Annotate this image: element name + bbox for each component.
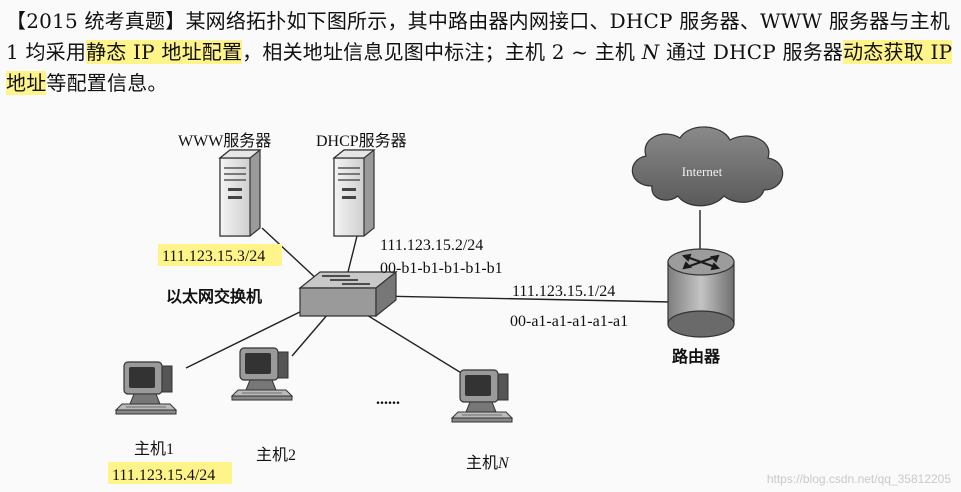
router [667,248,735,338]
highlight-static-ip: 静态 IP 地址配置 [86,40,243,64]
switch-label: 以太网交换机 [166,287,262,306]
host-2 [231,347,293,401]
router-ip: 111.123.15.1/24 [512,283,615,300]
host-n-variable: N [641,40,660,64]
host-n [451,369,513,423]
www-server [219,149,261,237]
link-switch-host2 [291,313,329,357]
link-dhcp-switch [347,235,358,273]
link-www-switch [261,227,321,283]
www-server-ip: 111.123.15.3/24 [162,248,265,265]
host-2-label: 主机2 [256,446,296,464]
watermark: https://blog.csdn.net/qq_35812205 [766,472,951,486]
question-text-1: 【2015 统考真题】某网络拓扑如下图所示，其中路由器内网接口、DHCP 服务器… [6,9,951,64]
highlight-host1-ip [108,462,232,484]
router-arrows-icon [681,253,721,271]
dhcp-server-ip: 111.123.15.2/24 [380,237,483,254]
hosts-ellipsis: ...... [376,391,400,408]
switch-arrows-icon [322,275,370,285]
link-switch-hostn [361,311,477,383]
link-switch-router [379,295,673,303]
www-server-label: WWW服务器 [178,132,271,150]
router-label: 路由器 [672,347,721,366]
question-text-4: 等配置信息。 [46,71,168,95]
host-1-ip: 111.123.15.4/24 [112,467,215,484]
question-text-2: ，相关地址信息见图中标注；主机 2 ~ 主机 [242,40,642,64]
internet-label: Internet [682,164,723,179]
internet-cloud: Internet [631,126,784,207]
dhcp-server-label: DHCP服务器 [316,132,407,150]
link-switch-host1 [185,305,313,369]
question-text-3: 通过 DHCP 服务器 [659,40,844,64]
ethernet-switch [298,270,398,318]
dhcp-server [333,149,375,237]
question-text: 【2015 统考真题】某网络拓扑如下图所示，其中路由器内网接口、DHCP 服务器… [6,6,956,99]
host-n-label: 主机N [466,454,510,472]
dhcp-server-mac: 00-b1-b1-b1-b1-b1 [380,260,503,277]
highlight-www-ip [158,244,282,266]
router-mac: 00-a1-a1-a1-a1-a1 [510,313,628,330]
host-1-label: 主机1 [134,440,174,458]
host-1 [115,361,177,415]
